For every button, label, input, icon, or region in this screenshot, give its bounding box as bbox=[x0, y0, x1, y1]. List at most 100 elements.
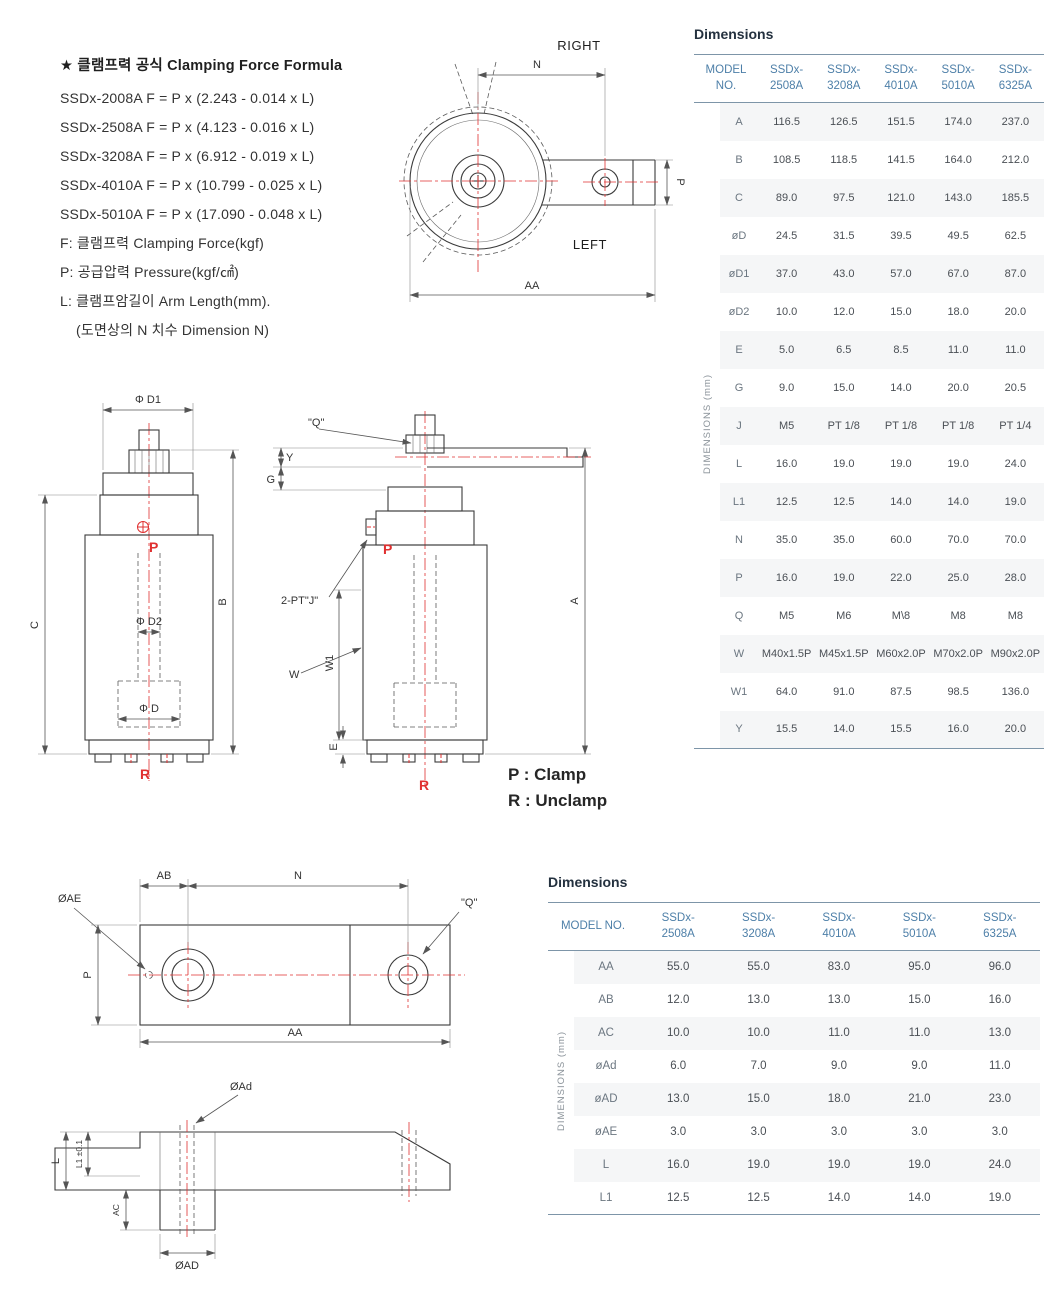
dim-label-aa: AA bbox=[525, 280, 540, 292]
label-2ptj: 2-PT"J" bbox=[281, 595, 318, 607]
dimension-b: B bbox=[171, 449, 239, 755]
column-header-model: SSDx- 4010A bbox=[872, 53, 930, 104]
dimension-value-cell: 16.0 bbox=[638, 1148, 719, 1182]
dimension-value-cell: M\8 bbox=[891, 609, 911, 622]
dim-label-e: E bbox=[328, 743, 340, 750]
dimension-value-cell: 14.0 bbox=[890, 381, 912, 394]
dim-label-oad: ØAD bbox=[175, 1260, 199, 1272]
dimension-value-cell: 3.0 bbox=[911, 1126, 928, 1139]
label-q: "Q" bbox=[461, 897, 477, 909]
dimension-value-cell: 97.5 bbox=[815, 178, 873, 217]
label-left: LEFT bbox=[573, 237, 607, 252]
column-header-model: SSDx- 3208A bbox=[718, 901, 799, 952]
column-header-model: SSDx- 5010A bbox=[929, 53, 987, 104]
dimension-value-cell: 43.0 bbox=[815, 254, 873, 293]
dimension-value-cell: 136.0 bbox=[1001, 685, 1030, 698]
dimension-value-cell: 11.0 bbox=[986, 330, 1044, 369]
dimension-value-cell: 57.0 bbox=[872, 254, 930, 293]
dimension-value-cell: 19.0 bbox=[815, 558, 873, 597]
dimension-value-cell: 39.5 bbox=[890, 229, 912, 242]
dimension-value-cell: 49.5 bbox=[947, 229, 969, 242]
dimension-value-cell: 15.0 bbox=[833, 381, 855, 394]
dim-label-p: P bbox=[82, 971, 94, 978]
port-label-p: P bbox=[149, 539, 158, 555]
formula-legend-line: F: 클램프력 Clamping Force(kgf) bbox=[60, 235, 264, 251]
arm-side-outline bbox=[54, 1120, 451, 1240]
dimension-value-cell: 70.0 bbox=[947, 533, 969, 546]
dimension-value-cell: 7.0 bbox=[750, 1060, 767, 1073]
dimension-value-cell: 143.0 bbox=[929, 178, 987, 217]
dimension-value-cell: 15.0 bbox=[908, 994, 931, 1007]
dimension-value-cell: 15.0 bbox=[890, 305, 912, 318]
dimension-value-cell: 9.0 bbox=[911, 1060, 928, 1073]
dimension-name-cell: L1 bbox=[599, 1191, 613, 1204]
dimension-w1: W1 bbox=[324, 589, 365, 741]
column-header-model: SSDx- 6325A bbox=[959, 901, 1040, 952]
dimension-value-cell: 24.5 bbox=[775, 229, 798, 242]
clamp-unclamp-legend: P : Clamp R : Unclamp bbox=[508, 762, 607, 814]
dim-label-a: A bbox=[569, 597, 581, 605]
formula-line: SSDx-5010A F = P x (17.090 - 0.048 x L) bbox=[60, 206, 323, 222]
dimension-value-cell: 22.0 bbox=[872, 558, 930, 597]
dimension-value-cell: 24.0 bbox=[959, 1148, 1040, 1182]
arm-outline bbox=[128, 924, 465, 1026]
dimension-value-cell: 3.0 bbox=[830, 1126, 847, 1139]
dimension-value-cell: 9.0 bbox=[778, 381, 795, 394]
dimension-value-cell: 11.0 bbox=[929, 330, 987, 369]
dim-label-ab: AB bbox=[157, 870, 172, 882]
dimension-value-cell: 12.5 bbox=[747, 1191, 770, 1204]
dimension-value-cell: 60.0 bbox=[890, 533, 912, 546]
dimensions-mm-side-label: DIMENSIONS (mm) bbox=[694, 102, 720, 749]
dimension-value-cell: PT 1/8 bbox=[815, 406, 873, 445]
dimension-value-cell: 67.0 bbox=[929, 254, 987, 293]
dimension-value-cell: PT 1/8 bbox=[929, 406, 987, 445]
dimension-value-cell: 108.5 bbox=[772, 153, 801, 166]
dimension-aa: AA bbox=[139, 1027, 451, 1048]
dimension-e: E bbox=[328, 726, 365, 768]
dimension-n: N bbox=[187, 870, 409, 952]
dim-label-aa: AA bbox=[288, 1027, 303, 1039]
dimension-value-cell: 118.5 bbox=[830, 153, 858, 166]
dimension-value-cell: 19.0 bbox=[986, 482, 1044, 521]
dimension-value-cell: M5 bbox=[778, 609, 795, 622]
dim-label-oad-small: ØAd bbox=[230, 1081, 252, 1093]
formula-line: SSDx-2508A F = P x (4.123 - 0.016 x L) bbox=[60, 119, 315, 135]
dimension-value-cell: PT 1/4 bbox=[986, 406, 1044, 445]
dimension-value-cell: 3.0 bbox=[670, 1126, 687, 1139]
dimension-value-cell: 19.0 bbox=[718, 1148, 799, 1182]
dimension-value-cell: M8 bbox=[1007, 609, 1024, 622]
formula-title: ★ 클램프력 공식 Clamping Force Formula bbox=[60, 58, 343, 74]
clamping-force-formula-block: ★ 클램프력 공식 Clamping Force Formula SSDx-20… bbox=[60, 54, 450, 345]
dimension-value-cell: 126.5 bbox=[815, 102, 873, 141]
formula-line: SSDx-4010A F = P x (10.799 - 0.025 x L) bbox=[60, 177, 323, 193]
dimension-g: G bbox=[266, 466, 386, 491]
dimension-value-cell: 35.0 bbox=[833, 533, 855, 546]
body-front-view: P R bbox=[84, 423, 214, 782]
dimension-value-cell: 19.0 bbox=[879, 1148, 960, 1182]
dimension-value-cell: 16.0 bbox=[775, 457, 798, 470]
formula-legend-line: P: 공급압력 Pressure(kgf/㎠) bbox=[60, 264, 240, 280]
dimension-value-cell: 174.0 bbox=[929, 102, 987, 141]
dimension-value-cell: 11.0 bbox=[879, 1016, 960, 1050]
dim-label-l: L bbox=[50, 1158, 62, 1164]
column-header-model: SSDx- 2508A bbox=[638, 901, 719, 952]
dimension-value-cell: 10.0 bbox=[638, 1016, 719, 1050]
dimension-value-cell: 89.0 bbox=[758, 178, 816, 217]
dim-label-ac: AC bbox=[111, 1204, 121, 1216]
dimension-value-cell: 116.5 bbox=[758, 102, 816, 141]
dimension-value-cell: 19.0 bbox=[798, 1148, 880, 1182]
dimension-n: N bbox=[477, 59, 606, 156]
dimension-value-cell: 20.5 bbox=[1004, 381, 1027, 394]
dimension-value-cell: 25.0 bbox=[929, 558, 987, 597]
dimension-name-cell: øD1 bbox=[720, 254, 758, 293]
dimension-value-cell: 12.5 bbox=[667, 1191, 690, 1204]
dimension-value-cell: 24.0 bbox=[1004, 457, 1027, 470]
dim-label-b: B bbox=[217, 598, 229, 605]
